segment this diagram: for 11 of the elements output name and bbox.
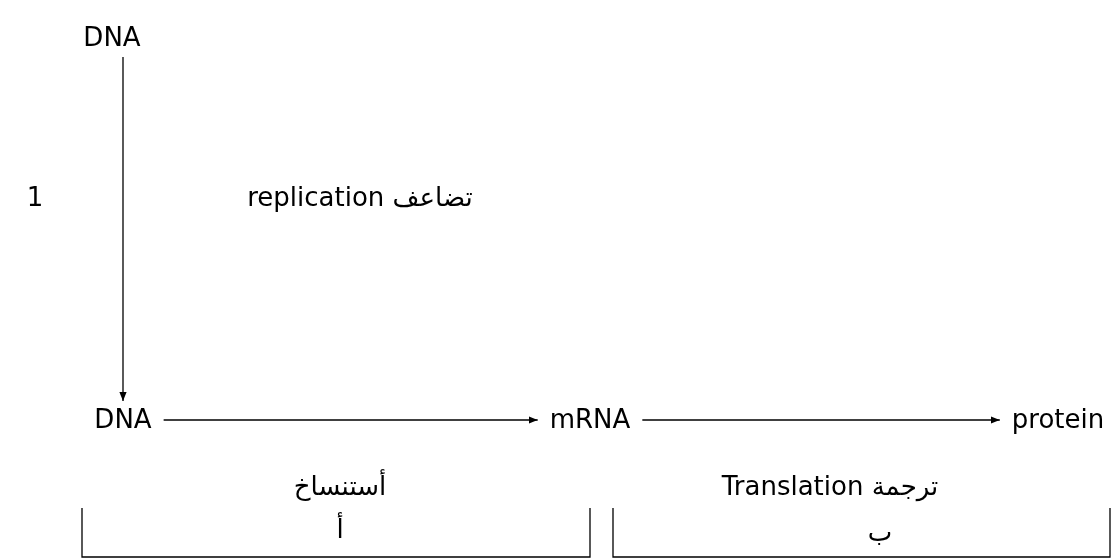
arrow xyxy=(641,416,1001,424)
term-label: mRNA xyxy=(549,405,631,435)
term-label: protein xyxy=(1011,405,1105,435)
term-label: DNA xyxy=(94,405,152,435)
edge-label: replication تضاعف xyxy=(247,183,473,213)
text-label: 1 xyxy=(26,183,44,213)
text-label: ب xyxy=(867,518,893,548)
arrow xyxy=(119,56,127,402)
arrow xyxy=(163,416,539,424)
text-label: Translation ترجمة xyxy=(721,472,939,502)
term-label: DNA xyxy=(83,23,141,53)
